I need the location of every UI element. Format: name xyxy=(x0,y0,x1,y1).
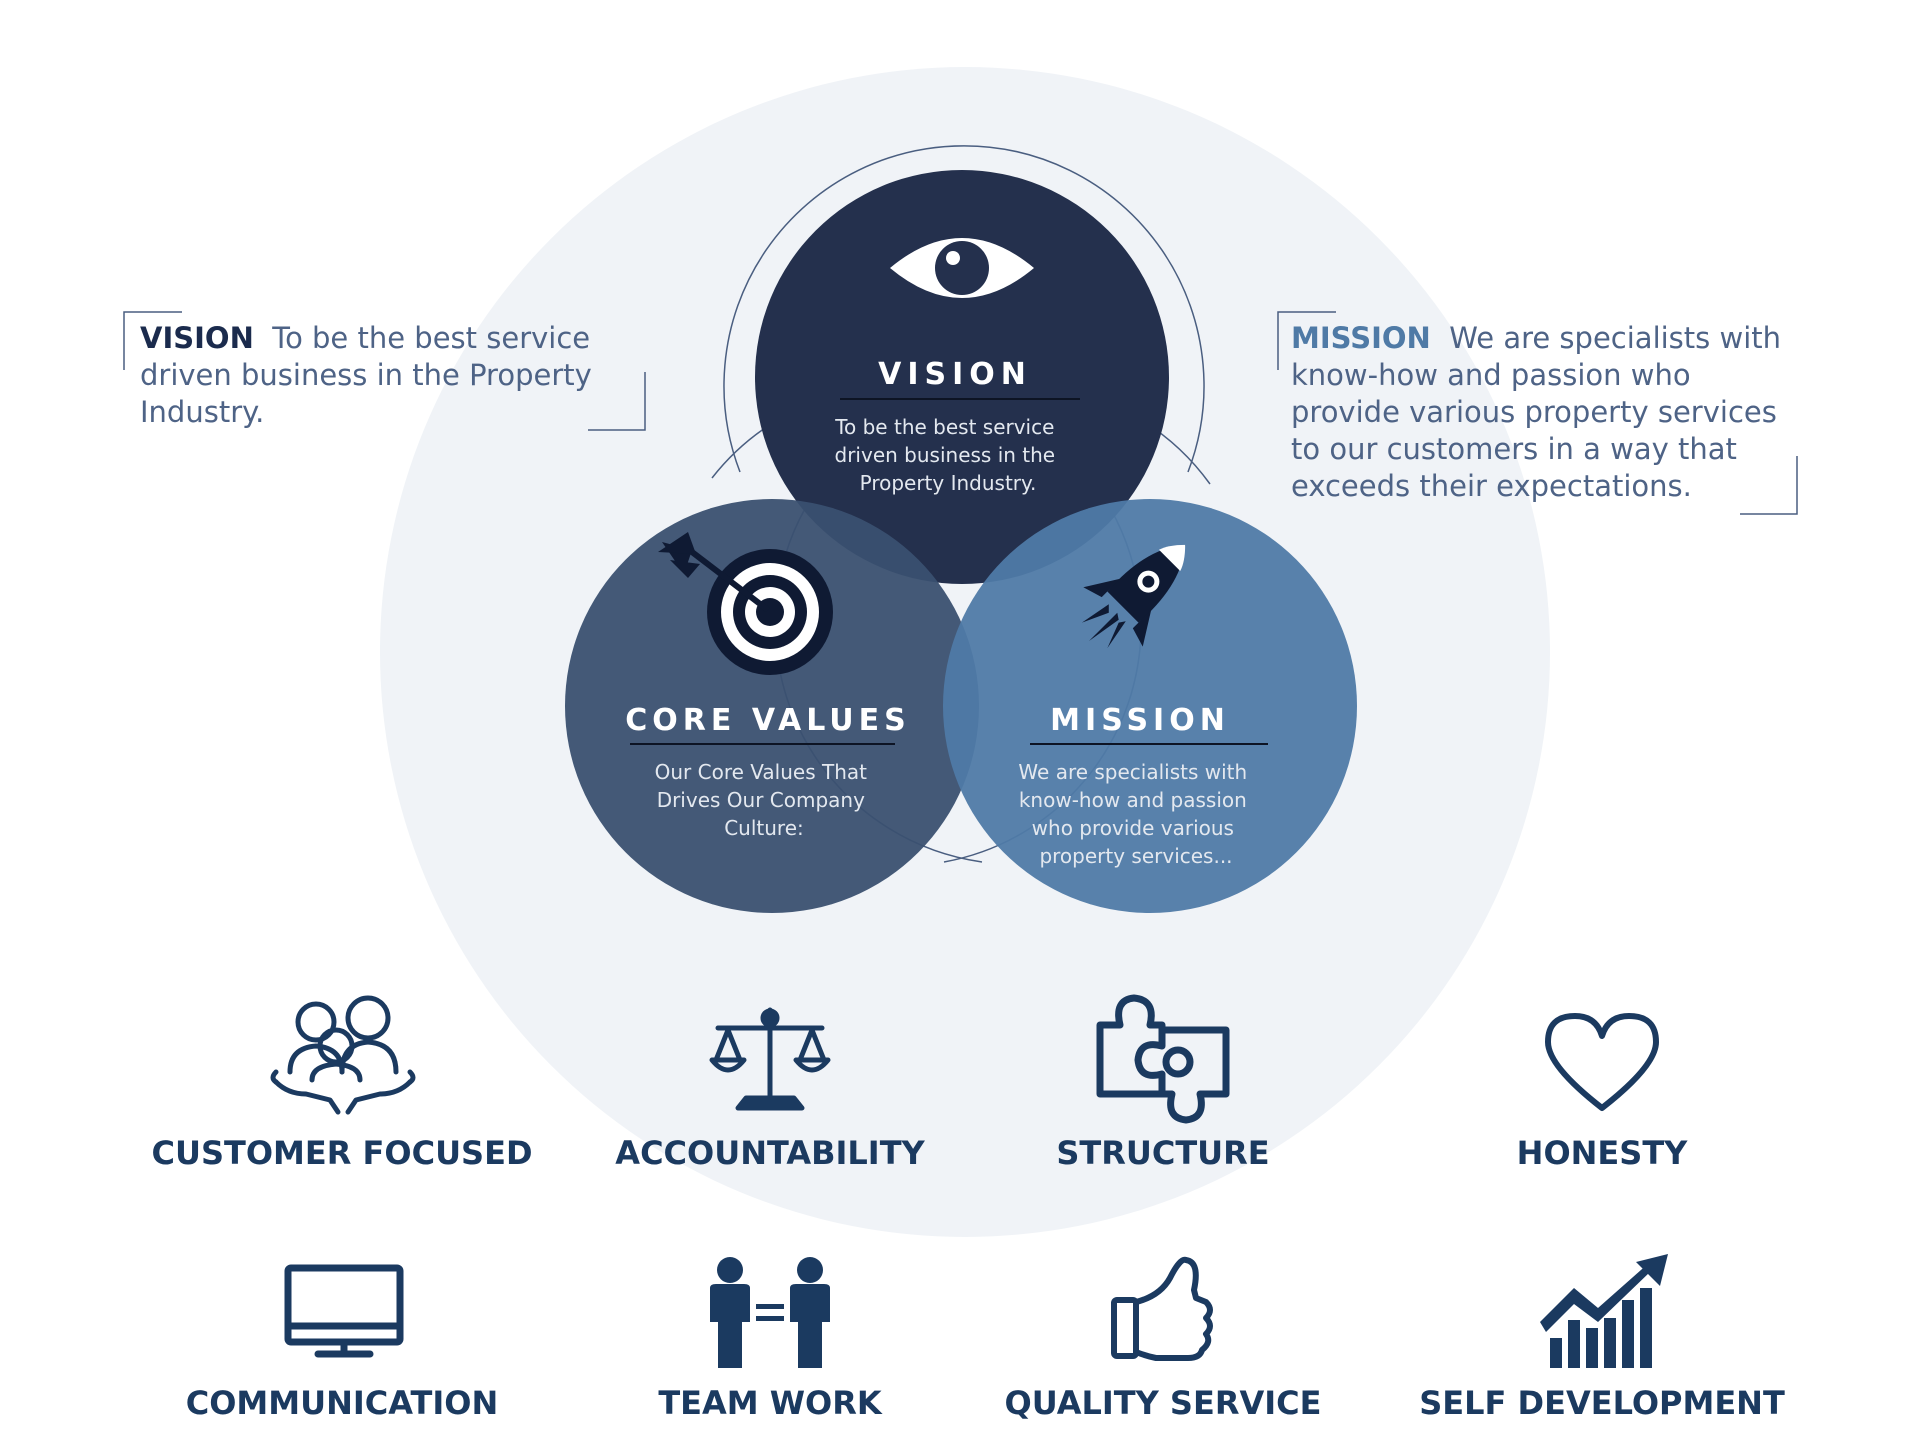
value-label-self-development: SELF DEVELOPMENT xyxy=(1419,1384,1785,1422)
heart-icon xyxy=(1545,1013,1659,1111)
mission-line-2: know-how and passion xyxy=(1019,788,1247,812)
value-label-structure: STRUCTURE xyxy=(1056,1134,1269,1172)
customer-care-icon xyxy=(270,995,416,1115)
vision-circle-title: VISION xyxy=(878,357,1032,392)
vision-circle-text: To be the best service driven business i… xyxy=(834,415,1061,495)
core-values-circle xyxy=(565,499,979,913)
mission-circle-text: We are specialists with know-how and pas… xyxy=(1018,760,1253,868)
vision-callout-body: To be the best service driven business i… xyxy=(140,321,592,429)
value-label-team-work: TEAM WORK xyxy=(658,1384,883,1422)
core-values-circle-text: Our Core Values That Drives Our Company … xyxy=(655,760,874,840)
core-values-line-2: Drives Our Company xyxy=(657,788,865,812)
vision-line-2: driven business in the xyxy=(835,443,1056,467)
team-equal-icon xyxy=(710,1257,830,1368)
rocket-icon xyxy=(1081,544,1186,649)
mission-line-1: We are specialists with xyxy=(1018,760,1247,784)
value-label-accountability: ACCOUNTABILITY xyxy=(615,1134,925,1172)
value-label-quality-service: QUALITY SERVICE xyxy=(1005,1384,1322,1422)
mission-circle xyxy=(943,499,1357,913)
value-label-customer-focused: CUSTOMER FOCUSED xyxy=(151,1134,532,1172)
core-values-line-1: Our Core Values That xyxy=(655,760,867,784)
core-values-line-3: Culture: xyxy=(724,816,804,840)
value-label-honesty: HONESTY xyxy=(1517,1134,1689,1172)
mission-callout-body: We are specialists with know-how and pas… xyxy=(1291,321,1782,503)
vision-callout: VISION To be the best service driven bus… xyxy=(140,320,620,431)
mission-callout-heading: MISSION xyxy=(1291,321,1431,355)
vision-callout-heading: VISION xyxy=(140,321,254,355)
callout-brackets xyxy=(123,311,1798,515)
eye-icon xyxy=(890,238,1034,298)
scales-icon xyxy=(709,1007,831,1111)
growth-chart-icon xyxy=(1540,1254,1668,1368)
mission-line-4: property services... xyxy=(1039,844,1232,868)
vision-line-1: To be the best service xyxy=(834,415,1054,439)
value-label-communication: COMMUNICATION xyxy=(186,1384,499,1422)
mission-circle-title: MISSION xyxy=(1050,703,1230,738)
core-values-circle-title: CORE VALUES xyxy=(625,703,910,738)
mission-line-3: who provide various xyxy=(1032,816,1234,840)
monitor-icon xyxy=(284,1264,404,1358)
vision-line-3: Property Industry. xyxy=(860,471,1037,495)
mission-callout: MISSION We are specialists with know-how… xyxy=(1291,320,1801,505)
thumbs-up-icon xyxy=(1111,1256,1213,1361)
target-icon xyxy=(658,532,833,675)
puzzle-icon xyxy=(1096,994,1230,1124)
vision-circle xyxy=(755,170,1169,584)
